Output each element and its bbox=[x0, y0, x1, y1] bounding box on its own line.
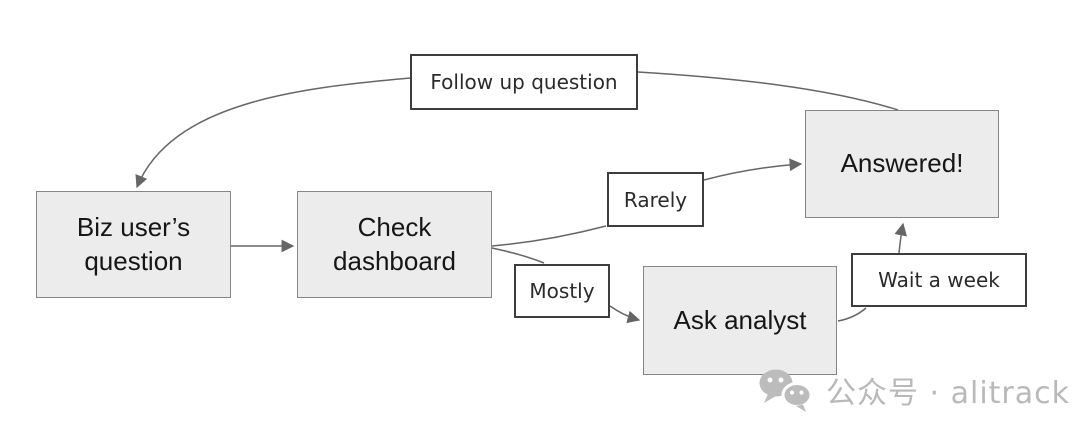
edge-label-follow-up-question: Follow up question bbox=[410, 54, 638, 110]
edge-label-text: Follow up question bbox=[430, 70, 618, 94]
flow-node-biz-users-question: Biz user’s question bbox=[36, 191, 231, 298]
flow-node-label: Biz user’s question bbox=[76, 212, 191, 276]
wechat-icon bbox=[759, 369, 813, 412]
flow-node-label: Check dashboard bbox=[333, 212, 456, 276]
edge-label-text: Mostly bbox=[529, 279, 595, 303]
edge-label-rarely: Rarely bbox=[607, 172, 704, 227]
connector-wait-to-answered bbox=[894, 222, 908, 254]
connector-mostly-to-ask bbox=[609, 305, 641, 324]
edge-label-mostly: Mostly bbox=[514, 264, 610, 318]
connector-answered-to-followup bbox=[637, 71, 899, 111]
watermark-text: 公众号 · alitrack bbox=[826, 376, 1071, 411]
flow-node-label: Ask analyst bbox=[673, 304, 807, 335]
watermark: 公众号 · alitrack bbox=[758, 364, 1070, 416]
flow-node-answered: Answered! bbox=[805, 110, 999, 218]
edge-label-wait-a-week: Wait a week bbox=[851, 253, 1027, 307]
connector-check-to-mostly bbox=[491, 247, 545, 264]
connector-check-to-rarely bbox=[491, 225, 607, 247]
edge-label-text: Rarely bbox=[623, 187, 688, 212]
flow-node-check-dashboard: Check dashboard bbox=[297, 191, 492, 298]
flow-node-ask-analyst: Ask analyst bbox=[643, 266, 837, 375]
edge-label-text: Wait a week bbox=[878, 268, 1000, 292]
connector-followup-to-biz bbox=[135, 77, 411, 189]
connector-rarely-to-answered bbox=[703, 158, 803, 181]
connector-ask-to-wait bbox=[837, 307, 867, 322]
flow-node-label: Answered! bbox=[840, 148, 964, 179]
